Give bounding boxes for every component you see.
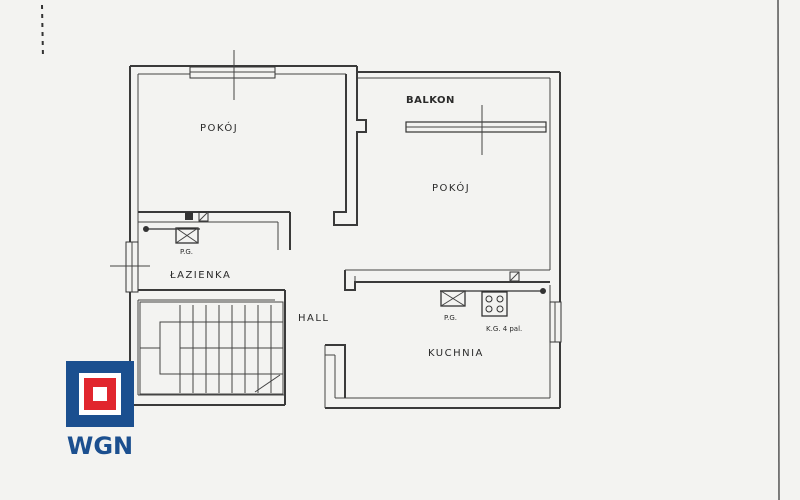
scan-mark bbox=[41, 4, 44, 59]
interior-walls bbox=[138, 66, 550, 408]
windows bbox=[110, 50, 562, 343]
logo-text: WGN bbox=[67, 432, 133, 460]
kitchen-fixtures bbox=[440, 271, 546, 317]
room-label-pokoj-2: POKÓJ bbox=[432, 181, 470, 194]
room-label-balkon: BALKON bbox=[406, 95, 455, 106]
room-label-lazienka: ŁAZIENKA bbox=[169, 270, 231, 281]
fixture-label-kitchen-pg: P.G. bbox=[444, 314, 457, 322]
fixture-label-bath-pg: P.G. bbox=[180, 248, 193, 256]
fixture-label-kitchen-stove: K.G. 4 pal. bbox=[486, 325, 522, 333]
room-label-kuchnia: KUCHNIA bbox=[428, 348, 484, 359]
room-label-hall: HALL bbox=[298, 313, 330, 324]
logo-white-center bbox=[93, 387, 107, 401]
staircase bbox=[139, 301, 284, 395]
outer-walls bbox=[129, 65, 561, 409]
wgn-logo: WGN bbox=[66, 361, 134, 460]
paper-edge-line bbox=[777, 0, 780, 500]
bathroom-fixtures bbox=[143, 211, 209, 244]
room-label-pokoj-1: POKÓJ bbox=[200, 121, 238, 134]
